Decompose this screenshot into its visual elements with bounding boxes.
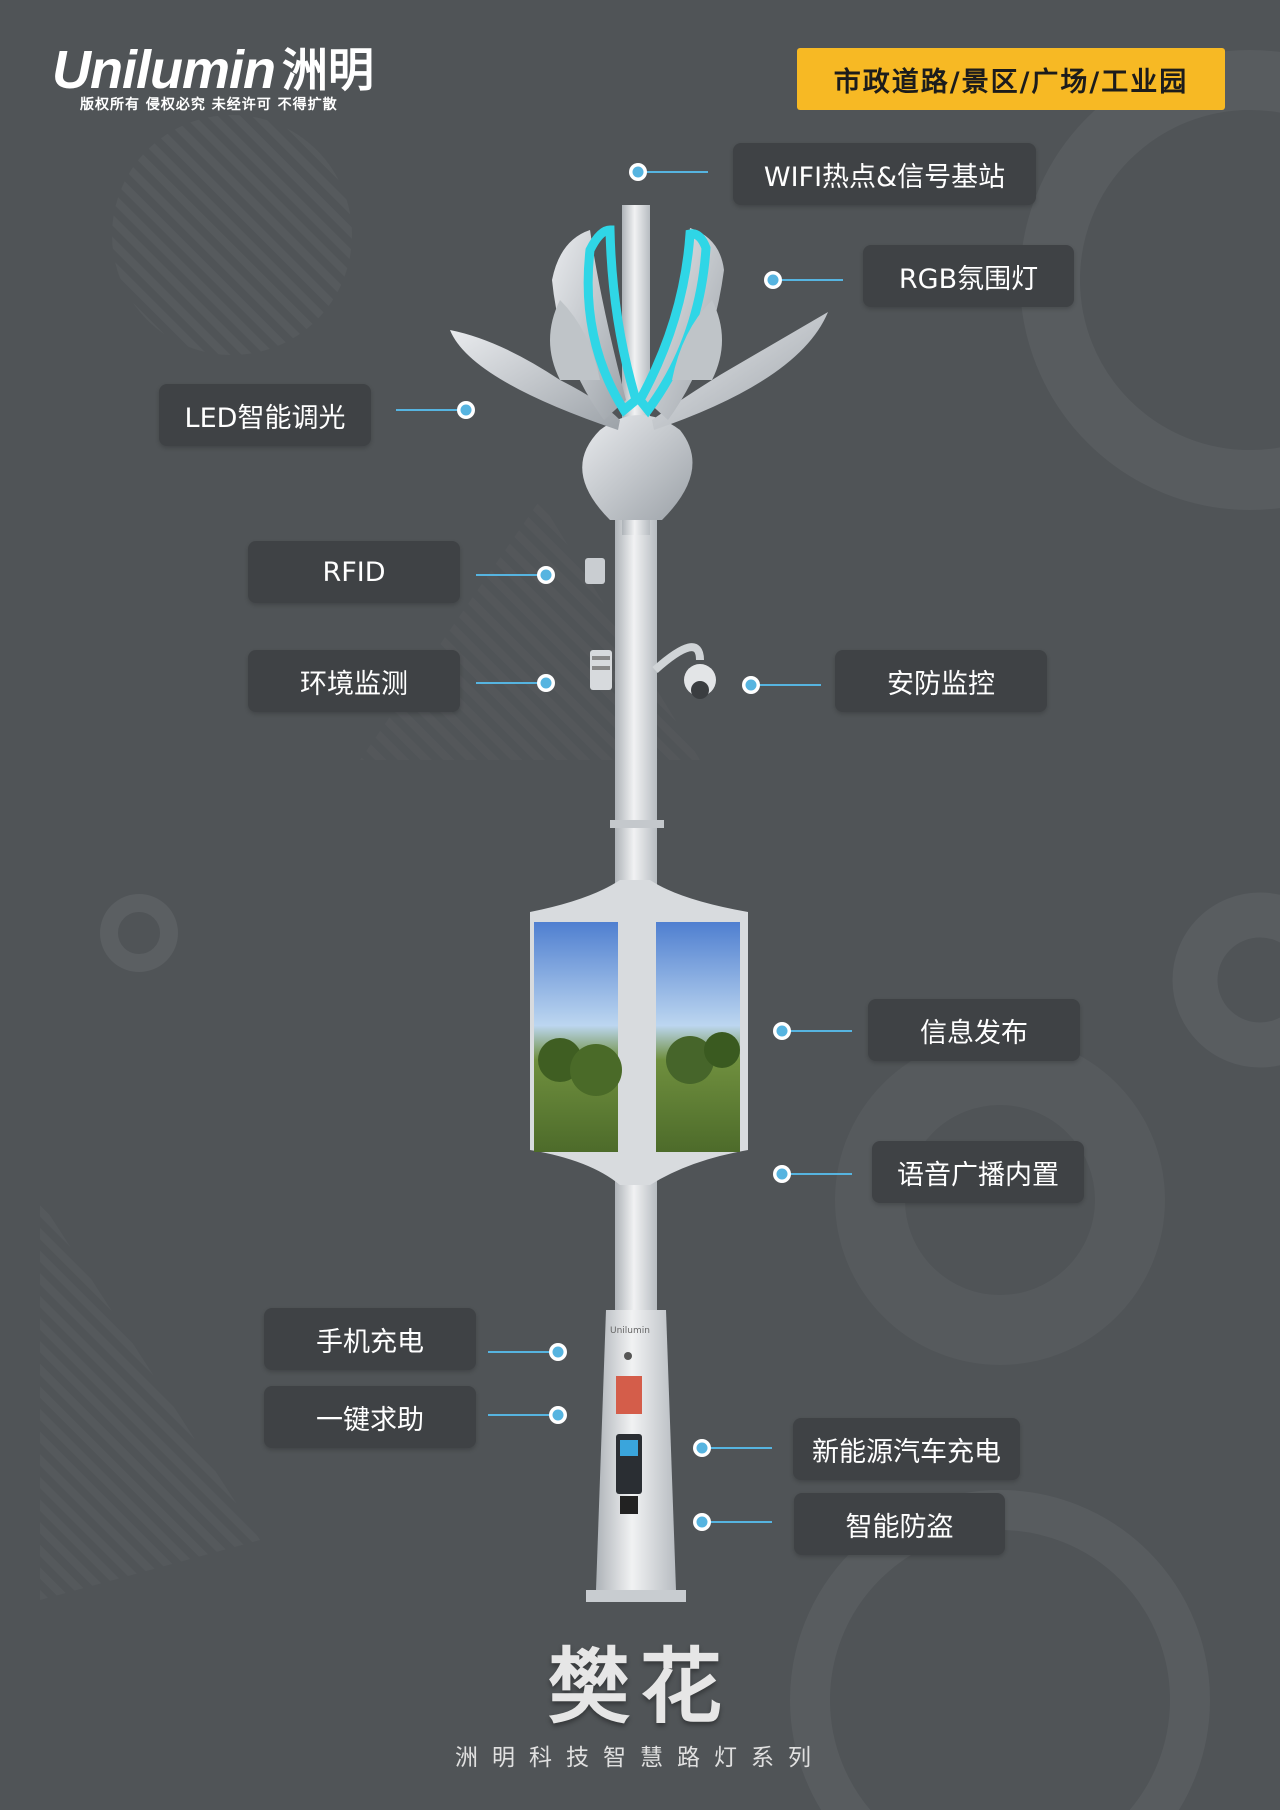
callout-dot-core-wifi (632, 166, 644, 178)
lamp-head (450, 225, 828, 520)
callout-dot-core-ev (696, 1442, 708, 1454)
application-tag: 市政道路/景区/广场/工业园 (797, 48, 1225, 110)
product-subtitle: 洲明科技智慧路灯系列 (455, 1745, 825, 1771)
callout-dot-core-info (776, 1025, 788, 1037)
callout-dot-core-phone (552, 1346, 564, 1358)
feature-rfid: RFID (248, 541, 460, 603)
info-display (530, 880, 748, 1185)
callout-lines (396, 163, 852, 1531)
pole-attachments (585, 558, 716, 699)
callout-dot-core-security (745, 679, 757, 691)
feature-theft: 智能防盗 (794, 1493, 1005, 1555)
feature-info: 信息发布 (868, 999, 1080, 1061)
brand-logo-cn: 洲明 (282, 43, 374, 97)
feature-env: 环境监测 (248, 650, 460, 712)
feature-phone: 手机充电 (264, 1308, 476, 1370)
feature-ev: 新能源汽车充电 (793, 1418, 1020, 1480)
callout-dot-core-rgb (767, 274, 779, 286)
callout-dot-core-theft (696, 1516, 708, 1528)
feature-wifi: WIFI热点&信号基站 (733, 143, 1036, 205)
pole-base-logo: Unilumin (610, 1326, 650, 1336)
feature-led: LED智能调光 (159, 384, 371, 446)
feature-audio: 语音广播内置 (872, 1141, 1084, 1203)
callout-dot-core-sos (552, 1409, 564, 1421)
feature-sos: 一键求助 (264, 1386, 476, 1448)
callout-dot-core-env (540, 677, 552, 689)
copyright-notice: 版权所有 侵权必究 未经许可 不得扩散 (80, 97, 338, 113)
callout-dot-core-rfid (540, 569, 552, 581)
callout-dot-core-audio (776, 1168, 788, 1180)
feature-security: 安防监控 (835, 650, 1047, 712)
brand-logo: Unilumin (52, 40, 276, 100)
product-title: 樊花 (547, 1640, 732, 1735)
feature-rgb: RGB氛围灯 (863, 245, 1074, 307)
callout-dot-core-led (460, 404, 472, 416)
